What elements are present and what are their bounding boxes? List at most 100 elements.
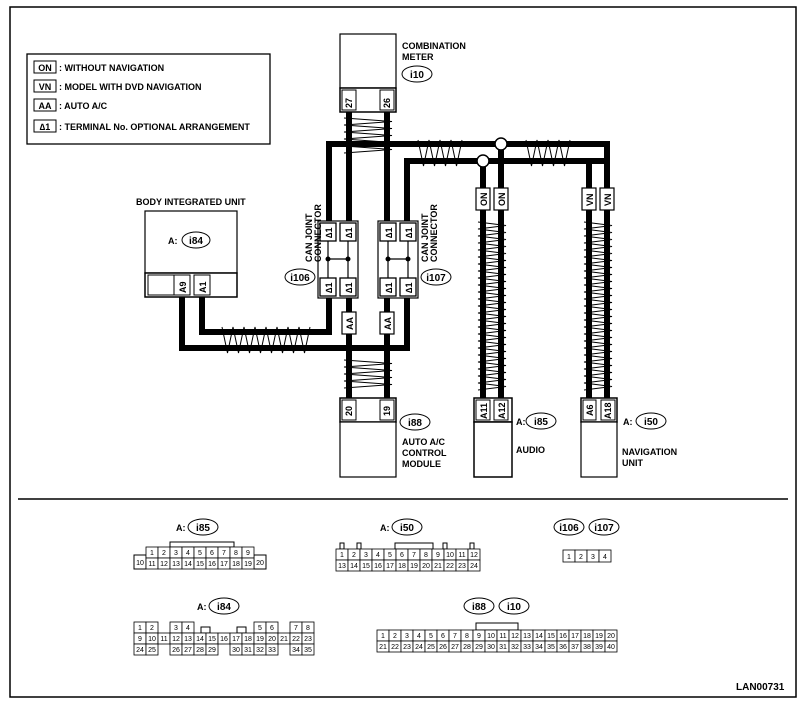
connector-ref: i85 — [534, 417, 548, 428]
pin-cell — [604, 640, 618, 653]
connector-ref: i107 — [594, 523, 614, 534]
pin-cell — [145, 643, 159, 656]
pin-number: 4 — [376, 552, 380, 559]
pin-number: 18 — [244, 636, 252, 643]
pin-number: 15 — [362, 563, 370, 570]
pin-number: 11 — [499, 633, 506, 640]
connector-prefix: A: — [176, 523, 186, 533]
pin-number: 4 — [417, 633, 421, 640]
connector-prefix: A: — [623, 417, 633, 427]
legend-text: : TERMINAL No. OPTIONAL ARRANGEMENT — [59, 122, 250, 132]
pin-number: 3 — [405, 633, 409, 640]
can-joint-connector-i106: ∆1 ∆1 ∆1 ∆1 CAN JOINT CONNECTOR i106 — [284, 204, 359, 299]
pin-number: 14 — [535, 633, 543, 640]
pin-label: A6 — [585, 404, 595, 416]
pin-number: 23 — [458, 563, 466, 570]
drawing-code: LAN00731 — [736, 682, 785, 693]
pin-number: 30 — [487, 644, 495, 651]
twist-mark — [477, 221, 507, 391]
pin-number: 7 — [412, 552, 416, 559]
pin-number: 6 — [400, 552, 404, 559]
pin-number: 22 — [391, 644, 399, 651]
star-pin: ∆1 — [344, 227, 354, 238]
pin-cell — [301, 643, 315, 656]
pin-number: 4 — [186, 550, 190, 557]
pin-number: 7 — [222, 550, 226, 557]
pin-number: 16 — [374, 563, 382, 570]
pin-number: 1 — [150, 550, 154, 557]
pin-cell — [205, 643, 219, 656]
legend-code: VN — [39, 82, 52, 92]
component-label: CAN JOINT — [420, 213, 430, 262]
component-label: MODULE — [402, 459, 441, 469]
component-label: BODY INTEGRATED UNIT — [136, 197, 246, 207]
pin-number: 1 — [340, 552, 344, 559]
pin-number: 24 — [415, 644, 423, 651]
pin-number: 31 — [499, 644, 507, 651]
legend-text: : WITHOUT NAVIGATION — [59, 63, 164, 73]
pin-number: 26 — [172, 647, 180, 654]
pin-number: 3 — [174, 550, 178, 557]
star-pin: ∆1 — [324, 227, 334, 238]
pin-number: 23 — [403, 644, 411, 651]
pin-number: 12 — [511, 633, 519, 640]
pin-number: 34 — [292, 647, 300, 654]
pin-number: 15 — [208, 636, 216, 643]
pin-number: 38 — [583, 644, 591, 651]
pin-number: 17 — [220, 561, 228, 568]
option-tags: ON ON VN VN — [475, 187, 615, 211]
connector-ref: i50 — [400, 523, 414, 534]
pin-number: 27 — [184, 647, 192, 654]
pin-number: 40 — [607, 644, 615, 651]
pin-number: 29 — [208, 647, 216, 654]
pin-number: 1 — [138, 625, 142, 632]
audio-unit: A11 A12 A: i85 AUDIO — [473, 397, 557, 478]
pin-number: 9 — [477, 633, 481, 640]
pin-number: 23 — [304, 636, 312, 643]
pin-number: 25 — [148, 647, 156, 654]
connector-ref: i107 — [426, 273, 446, 284]
pin-number: 5 — [388, 552, 392, 559]
pin-number: 29 — [475, 644, 483, 651]
connector-ref: i106 — [290, 273, 310, 284]
combination-meter: 27 26 COMBINATION METER i10 — [339, 33, 466, 113]
pin-number: 24 — [470, 563, 478, 570]
pin-number: 11 — [148, 561, 155, 568]
pin-number: 16 — [208, 561, 216, 568]
pin-number: 16 — [559, 633, 567, 640]
pin-number: 17 — [232, 636, 240, 643]
pin-number: 3 — [591, 554, 595, 561]
pin-number: 9 — [246, 550, 250, 557]
pin-number: 13 — [184, 636, 192, 643]
pin-number: 18 — [398, 563, 406, 570]
pin-number: 10 — [148, 636, 156, 643]
pin-number: 2 — [150, 625, 154, 632]
pin-number: 2 — [162, 550, 166, 557]
component-label: COMBINATION — [402, 41, 466, 51]
on-tag: ON — [479, 193, 489, 207]
pin-number: 39 — [595, 644, 603, 651]
connector-prefix: A: — [516, 417, 526, 427]
pin-number: 7 — [294, 625, 298, 632]
outer-frame — [9, 6, 797, 698]
legend-text: : MODEL WITH DVD NAVIGATION — [59, 82, 202, 92]
pin-number: 30 — [232, 647, 240, 654]
on-tag: ON — [497, 193, 507, 207]
pin-label: A12 — [497, 402, 507, 419]
legend-code: AA — [39, 101, 52, 111]
pin-number: 18 — [583, 633, 591, 640]
pin-label: A18 — [603, 402, 613, 419]
pin-number: 15 — [547, 633, 555, 640]
pin-number: 10 — [487, 633, 495, 640]
pin-number: 9 — [138, 636, 142, 643]
vn-tag: VN — [585, 193, 595, 206]
aa-tag: AA — [383, 317, 393, 330]
pin-label: 19 — [382, 406, 392, 416]
pin-number: 21 — [280, 636, 288, 643]
pin-number: 5 — [258, 625, 262, 632]
pin-number: 14 — [184, 561, 192, 568]
auto-ac-control-module: 20 19 i88 AUTO A/C CONTROL MODULE — [339, 397, 447, 478]
